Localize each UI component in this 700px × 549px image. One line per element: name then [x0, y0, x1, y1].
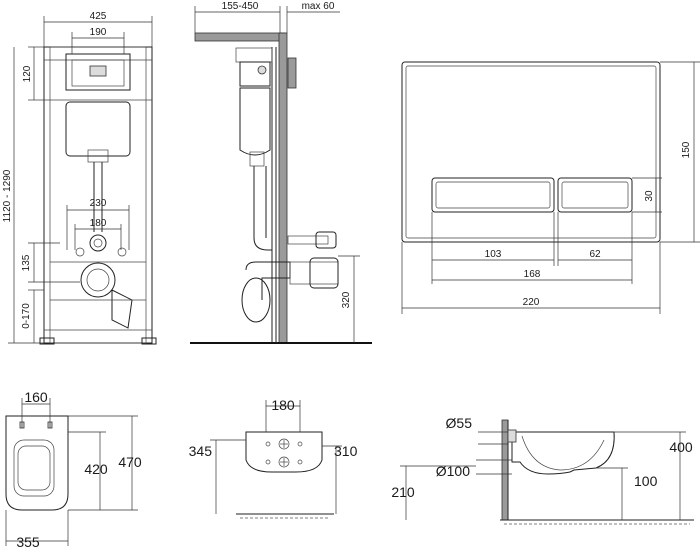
dim-rear-left-height: 345	[189, 443, 213, 459]
wall	[278, 32, 288, 344]
bowl-side-view: Ø55 Ø100 210 400 100	[391, 415, 694, 525]
bowl-outline-side	[511, 431, 615, 475]
dim-bowl-offset: 100	[634, 473, 658, 489]
frame-front-view: 425 190 120 1120 - 1290 230 180 135 0-17…	[2, 11, 157, 345]
dim-seat-width: 160	[24, 389, 48, 405]
dim-bowl-outer-length: 470	[118, 454, 142, 470]
dim-pipe-spacing-outer: 230	[90, 198, 107, 209]
frame-outline	[43, 46, 153, 344]
dim-depth-range: 155-450	[222, 1, 259, 12]
wall-top	[194, 32, 286, 42]
waste-outlet	[80, 262, 116, 298]
flush-button-large	[431, 177, 555, 213]
bowl-top-view: 160 420 470 355	[5, 389, 142, 549]
dim-foot-adjust: 0-170	[21, 303, 32, 329]
dim-bowl-height: 400	[669, 439, 693, 455]
bowl-outline-top	[5, 415, 69, 511]
dim-top-height: 120	[22, 65, 33, 82]
dim-outlet-height: 320	[341, 291, 352, 308]
dim-pipe-height: 135	[21, 254, 32, 271]
dim-buttons-total: 168	[524, 269, 541, 280]
dim-plate-height: 150	[681, 141, 692, 158]
dim-rear-right-height: 310	[334, 443, 358, 459]
bowl-outline-rear	[245, 431, 323, 473]
dim-bowl-bottom-width: 355	[16, 534, 40, 549]
flush-plate-view: 150 30 103 62 168 220	[401, 61, 700, 314]
dim-max-depth: max 60	[302, 1, 335, 12]
dim-button-height: 30	[644, 190, 655, 202]
bowl-rear-view: 180 345 310	[189, 397, 358, 519]
dim-inlet-diameter: Ø55	[446, 415, 473, 431]
dim-pipe-spacing-inner: 180	[90, 218, 107, 229]
dim-outlet-diameter: Ø100	[436, 463, 470, 479]
dim-top-plate-width: 190	[90, 27, 107, 38]
dim-floor-height: 210	[391, 484, 415, 500]
dim-right-button: 62	[589, 249, 601, 260]
frame-side-view: 155-450 max 60 320	[190, 1, 372, 344]
dim-total-height: 1120 - 1290	[2, 169, 13, 222]
dim-bowl-inner-length: 420	[84, 461, 108, 477]
flush-mount	[65, 53, 131, 91]
flush-plate	[401, 61, 661, 243]
dim-plate-width: 220	[523, 297, 540, 308]
dim-left-button: 103	[485, 249, 502, 260]
dim-rear-top-width: 180	[271, 397, 295, 413]
flush-button-small	[557, 177, 633, 213]
dim-frame-width: 425	[90, 11, 107, 22]
cistern	[65, 101, 131, 157]
